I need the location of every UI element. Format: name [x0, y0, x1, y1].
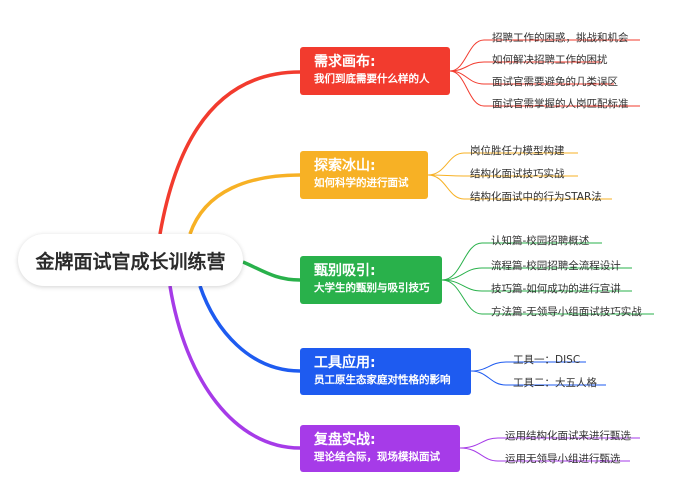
branch-title: 甄别吸引: [314, 263, 376, 279]
branch-node-demand-canvas[interactable]: 需求画布: 我们到底需要什么样的人 [300, 47, 450, 95]
branch-subtitle: 理论结合际，现场模拟面试 [314, 451, 440, 463]
branch-subtitle: 大学生的甄别与吸引技巧 [314, 282, 430, 294]
leaf-item[interactable]: 结构化面试中的行为STAR法 [470, 191, 602, 203]
connector-branch-1 [188, 173, 301, 235]
branch-node-review-practice[interactable]: 复盘实战: 理论结合际，现场模拟面试 [300, 425, 460, 472]
branch-subtitle: 员工原生态家庭对性格的影响 [314, 374, 451, 386]
leaf-item[interactable]: 认知篇-校园招聘概述 [491, 235, 590, 247]
leaf-item[interactable]: 工具二：大五人格 [513, 377, 597, 389]
branch-title: 需求画布: [314, 54, 376, 70]
branch-title: 工具应用: [314, 355, 376, 371]
leaf-item[interactable]: 流程篇-校园招聘全流程设计 [491, 260, 621, 272]
leaf-item[interactable]: 运用结构化面试来进行甄选 [505, 430, 631, 442]
branch-node-explore-iceberg[interactable]: 探索冰山: 如何科学的进行面试 [300, 151, 428, 199]
leaf-item[interactable]: 如何解决招聘工作的困扰 [492, 54, 608, 66]
branch-title: 探索冰山: [314, 158, 376, 174]
leaf-item[interactable]: 招聘工作的困惑，挑战和机会 [492, 32, 629, 44]
branch-title: 复盘实战: [314, 432, 376, 448]
branch-node-tool-application[interactable]: 工具应用: 员工原生态家庭对性格的影响 [300, 348, 471, 395]
leaf-item[interactable]: 面试官需要避免的几类误区 [492, 76, 618, 88]
root-node[interactable]: 金牌面试官成长训练营 [18, 234, 243, 286]
connector-branch-4 [168, 285, 301, 450]
leaf-item[interactable]: 方法篇-无领导小组面试技巧实战 [491, 306, 642, 318]
connector-branch-3 [198, 285, 301, 373]
connector-branch-2 [242, 260, 301, 282]
branch-node-identify-attract[interactable]: 甄别吸引: 大学生的甄别与吸引技巧 [300, 256, 442, 304]
leaf-item[interactable]: 面试官需掌握的人岗匹配标准 [492, 98, 629, 110]
connector-branch-0 [158, 70, 301, 235]
leaf-item[interactable]: 岗位胜任力模型构建 [470, 145, 565, 157]
leaf-item[interactable]: 工具一：DISC [513, 354, 581, 366]
leaf-item[interactable]: 技巧篇-如何成功的进行宣讲 [491, 283, 621, 295]
leaf-item[interactable]: 结构化面试技巧实战 [470, 168, 565, 180]
branch-subtitle: 我们到底需要什么样的人 [314, 73, 430, 85]
branch-subtitle: 如何科学的进行面试 [314, 177, 409, 189]
leaf-item[interactable]: 运用无领导小组进行甄选 [505, 453, 621, 465]
